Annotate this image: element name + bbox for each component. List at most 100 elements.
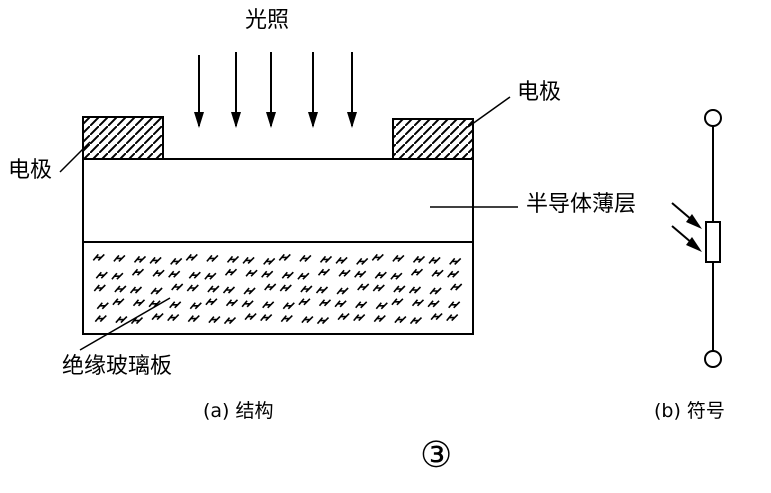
glass-mark — [319, 255, 333, 263]
glass-mark — [390, 272, 403, 280]
glass-mark — [113, 254, 126, 262]
light-label: 光照 — [245, 8, 290, 33]
electrode-right — [392, 118, 474, 162]
glass-mark — [188, 271, 201, 279]
photoresistor-symbol — [671, 109, 722, 368]
glass-mark — [280, 315, 293, 323]
glass-mark — [96, 302, 109, 310]
glass-mark — [186, 284, 199, 292]
glass-mark — [260, 314, 273, 322]
glass-mark — [263, 257, 276, 265]
glass-mark — [374, 271, 387, 279]
glass-mark — [446, 314, 459, 322]
glass-mark — [262, 301, 275, 309]
glass-mark — [316, 317, 330, 325]
glass-mark — [429, 287, 442, 295]
glass-mark — [335, 256, 348, 264]
glass-substrate — [82, 241, 474, 335]
glass-mark — [300, 285, 313, 293]
glass-mark — [187, 315, 200, 323]
glass-mark — [132, 299, 146, 307]
glass-mark — [337, 313, 350, 321]
caption-symbol: (b) 符号 — [654, 400, 725, 422]
glass-mark — [170, 257, 183, 265]
caption-structure: (a) 结构 — [203, 400, 274, 422]
glass-mark — [282, 302, 295, 310]
glass-mark — [226, 255, 240, 263]
glass-mark — [410, 268, 424, 276]
glass-mark — [448, 301, 461, 309]
glass-mark — [167, 314, 180, 322]
glass-mark — [244, 313, 257, 321]
glass-mark — [391, 298, 404, 306]
glass-mark — [222, 286, 236, 294]
glass-mark — [338, 269, 351, 277]
semiconductor-label: 半导体薄层 — [526, 192, 637, 217]
glass-mark — [279, 284, 292, 292]
glass-mark — [242, 256, 255, 264]
glass-mark — [189, 302, 202, 310]
glass-mark — [371, 253, 384, 261]
glass-mark — [168, 270, 181, 278]
glass-mark — [334, 300, 347, 308]
glass-mark — [150, 287, 163, 295]
glass-mark — [394, 316, 407, 324]
leader-lines — [59, 96, 518, 351]
glass-mark — [447, 270, 460, 278]
glass-mark — [152, 269, 165, 277]
glass-mark — [428, 256, 441, 264]
glass-mark — [299, 254, 312, 262]
glass-mark — [151, 313, 164, 321]
glass-mark — [95, 271, 108, 279]
glass-mark — [355, 301, 368, 309]
glass-mark — [336, 287, 349, 295]
glass-mark — [353, 314, 366, 322]
glass-mark — [94, 315, 107, 323]
glass-mark — [356, 257, 369, 265]
glass-mark — [223, 317, 237, 325]
glass-mark — [241, 300, 254, 308]
glass-mark — [375, 302, 388, 310]
electrode-left-label: 电极 — [8, 158, 53, 183]
glass-mark — [278, 253, 291, 261]
glass-mark — [357, 283, 370, 291]
glass-mark — [149, 256, 162, 264]
glass-mark — [372, 284, 385, 292]
terminal-top — [704, 109, 722, 127]
glass-mark — [281, 271, 294, 279]
glass-mark — [111, 272, 124, 280]
glass-mark — [408, 286, 422, 294]
terminal-bottom — [704, 350, 722, 368]
glass-mark — [449, 257, 462, 265]
electrode-right-label: 电极 — [517, 80, 562, 105]
glass-mark — [205, 298, 218, 306]
glass-mark — [243, 287, 256, 295]
glass-mark — [261, 270, 274, 278]
light-arrows — [194, 52, 357, 128]
glass-mark — [208, 316, 221, 324]
glass-mark — [171, 283, 184, 291]
glass-mark — [431, 269, 444, 277]
glass-mark — [115, 316, 128, 324]
glass-mark — [450, 283, 463, 291]
glass-mark — [412, 255, 426, 263]
glass-label: 绝缘玻璃板 — [62, 354, 173, 379]
glass-mark — [131, 268, 145, 276]
glass-mark — [92, 253, 105, 261]
glass-mark — [373, 315, 386, 323]
glass-mark — [114, 285, 127, 293]
glass-mark — [206, 254, 219, 262]
glass-mark — [354, 270, 367, 278]
glass-mark — [318, 299, 332, 307]
glass-mark — [207, 285, 220, 293]
electrode-left — [82, 116, 164, 160]
semiconductor-layer — [82, 158, 474, 243]
figure-number: ③ — [420, 435, 453, 476]
resistor-body — [705, 221, 721, 263]
glass-mark — [393, 285, 406, 293]
glass-mark — [169, 301, 182, 309]
glass-mark — [129, 286, 143, 294]
glass-mark — [392, 254, 405, 262]
glass-mark — [411, 299, 425, 307]
